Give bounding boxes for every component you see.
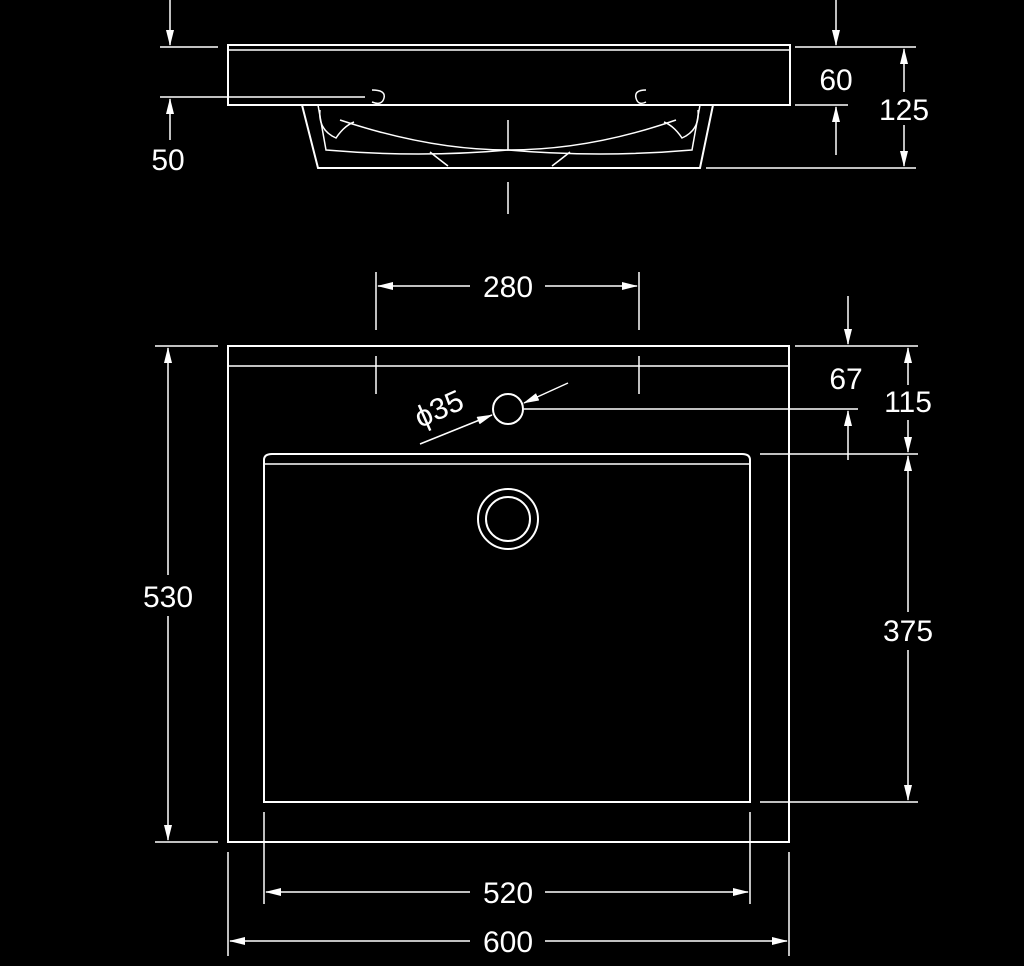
side-rim-outline <box>227 44 791 106</box>
drain-outer <box>477 488 539 550</box>
plan-view: 280 ϕ35 67 115 375 530 520 <box>143 271 933 959</box>
side-bowl-inner <box>317 104 701 155</box>
side-drain-detail <box>429 151 571 167</box>
dim-overall-depth: 530 <box>143 581 193 614</box>
dim-basin-width: 520 <box>483 877 533 910</box>
dim-rim-to-tap-hole: 67 <box>829 363 862 396</box>
side-bowl-left-detail <box>319 109 355 139</box>
side-bowl-outline <box>301 104 714 169</box>
dim-rim-height: 60 <box>819 64 852 97</box>
drain-inner <box>485 496 531 542</box>
dim-overall-width: 600 <box>483 926 533 959</box>
dim-basin-depth: 375 <box>883 615 933 648</box>
basin-outline <box>263 453 751 803</box>
overflow-hole-left <box>371 89 385 105</box>
overflow-hole-right <box>634 89 647 105</box>
dim-arrow <box>419 414 493 445</box>
dim-tap-hole-spacing: 280 <box>483 271 533 304</box>
dim-depth-overall: 125 <box>879 94 929 127</box>
plan-outline <box>227 345 790 843</box>
tap-hole <box>492 393 524 425</box>
side-bowl-right-detail <box>663 109 699 139</box>
dim-arrow <box>523 382 569 404</box>
dim-overflow-offset: 50 <box>151 144 184 177</box>
side-view: 50 60 125 <box>151 0 929 214</box>
dim-tap-hole-diameter: ϕ35 <box>410 384 469 435</box>
dim-rim-to-basin: 115 <box>884 386 932 419</box>
